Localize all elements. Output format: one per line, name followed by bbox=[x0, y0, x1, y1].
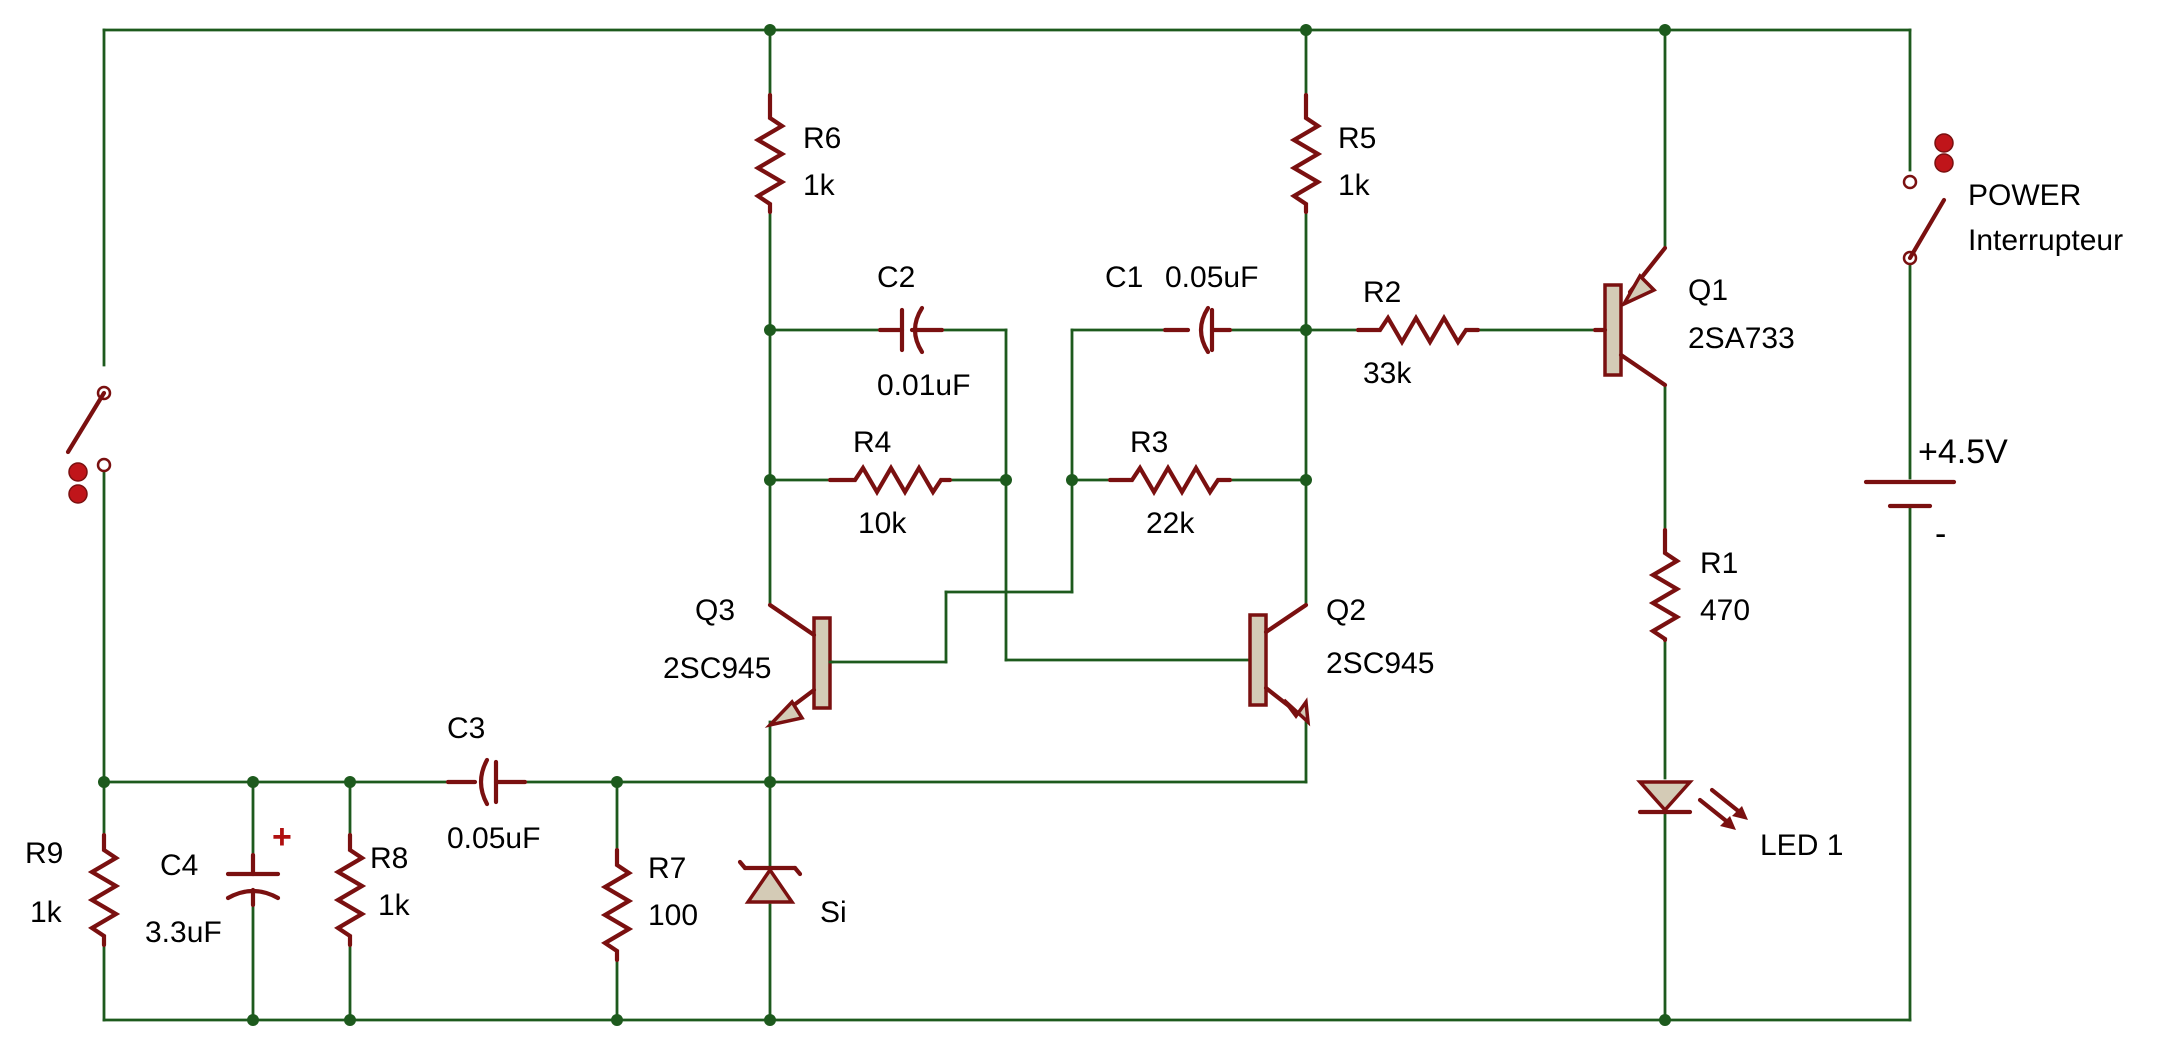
battery-voltage: +4.5V bbox=[1918, 433, 2008, 471]
r6-value: 1k bbox=[803, 169, 836, 202]
q1-value: 2SA733 bbox=[1688, 322, 1795, 355]
r5-ref: R5 bbox=[1338, 122, 1376, 155]
c4-plus-sign: + bbox=[272, 818, 292, 856]
r9-value: 1k bbox=[30, 896, 63, 929]
resistor-r7: R7 100 bbox=[600, 847, 698, 963]
r3-value: 22k bbox=[1146, 507, 1195, 540]
si-diode-label: Si bbox=[820, 896, 847, 929]
c4-ref: C4 bbox=[160, 849, 198, 882]
diode-si: Si bbox=[737, 859, 847, 929]
r5-value: 1k bbox=[1338, 169, 1371, 202]
c3-value: 0.05uF bbox=[447, 822, 540, 855]
r9-ref: R9 bbox=[25, 837, 63, 870]
led-1-ref: LED 1 bbox=[1760, 829, 1843, 862]
r4-ref: R4 bbox=[853, 426, 891, 459]
resistor-r2: R2 33k bbox=[1355, 276, 1481, 390]
r7-value: 100 bbox=[648, 899, 698, 932]
r4-value: 10k bbox=[858, 507, 907, 540]
c2-value: 0.01uF bbox=[877, 369, 970, 402]
q3-ref: Q3 bbox=[695, 594, 735, 627]
resistor-r4: R4 10k bbox=[827, 426, 953, 540]
transistor-q2: Q2 2SC945 bbox=[1248, 594, 1434, 727]
capacitor-c4: + C4 3.3uF bbox=[145, 818, 292, 949]
q2-value: 2SC945 bbox=[1326, 647, 1434, 680]
resistor-r9: R9 1k bbox=[25, 832, 121, 948]
r6-ref: R6 bbox=[803, 122, 841, 155]
power-switch-ref: POWER bbox=[1968, 179, 2081, 212]
resistor-r8: R8 1k bbox=[333, 832, 411, 948]
resistor-r3: R3 22k bbox=[1107, 426, 1233, 540]
power-switch: POWER Interrupteur bbox=[1902, 133, 2123, 266]
battery: +4.5V - bbox=[1863, 433, 2008, 553]
capacitor-c2: C2 0.01uF bbox=[877, 261, 970, 402]
resistor-r5: R5 1k bbox=[1289, 92, 1376, 215]
r1-value: 470 bbox=[1700, 594, 1750, 627]
r7-ref: R7 bbox=[648, 852, 686, 885]
capacitor-c3: C3 0.05uF bbox=[445, 712, 540, 855]
c4-value: 3.3uF bbox=[145, 916, 222, 949]
c1-value: 0.05uF bbox=[1165, 261, 1258, 294]
battery-minus: - bbox=[1935, 515, 1946, 553]
wires bbox=[102, 28, 1912, 1022]
power-switch-value: Interrupteur bbox=[1968, 224, 2123, 257]
transistor-q3: Q3 2SC945 bbox=[663, 594, 834, 728]
junction-nodes bbox=[98, 24, 1671, 1026]
c2-ref: C2 bbox=[877, 261, 915, 294]
r3-ref: R3 bbox=[1130, 426, 1168, 459]
c1-ref: C1 bbox=[1105, 261, 1143, 294]
left-switch bbox=[65, 385, 112, 504]
r8-value: 1k bbox=[378, 889, 411, 922]
r2-ref: R2 bbox=[1363, 276, 1401, 309]
r2-value: 33k bbox=[1363, 357, 1412, 390]
q1-ref: Q1 bbox=[1688, 274, 1728, 307]
transistor-q1: Q1 2SA733 bbox=[1592, 245, 1795, 388]
resistor-r6: R6 1k bbox=[753, 92, 841, 215]
r8-ref: R8 bbox=[370, 842, 408, 875]
resistor-r1: R1 470 bbox=[1648, 527, 1750, 643]
capacitor-c1: C1 0.05uF bbox=[1105, 261, 1258, 355]
led-1: LED 1 bbox=[1636, 780, 1843, 862]
c3-ref: C3 bbox=[447, 712, 485, 745]
r1-ref: R1 bbox=[1700, 547, 1738, 580]
q2-ref: Q2 bbox=[1326, 594, 1366, 627]
q3-value: 2SC945 bbox=[663, 652, 771, 685]
